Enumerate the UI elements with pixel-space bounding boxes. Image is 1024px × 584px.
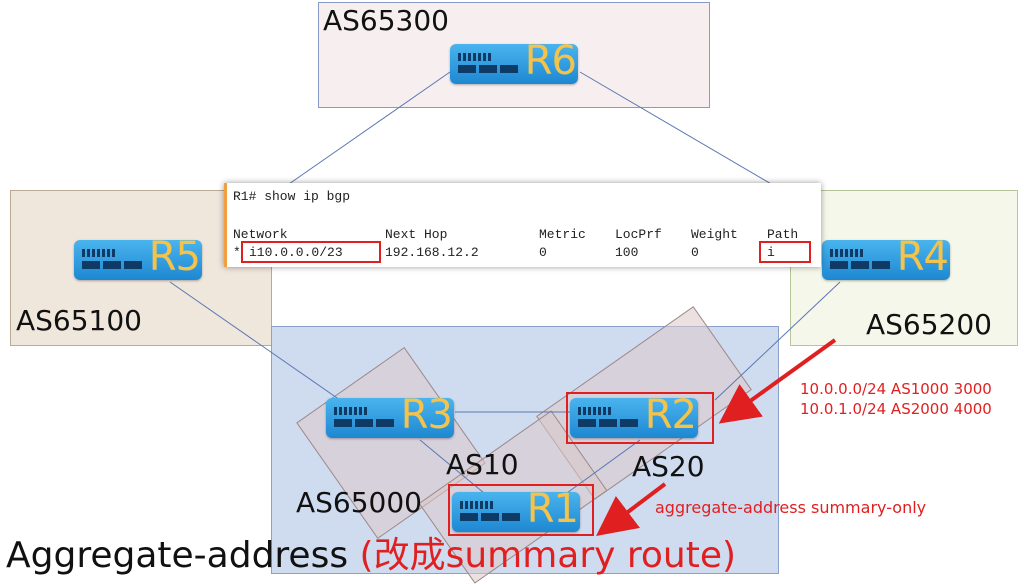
aggregate-command-annotation: aggregate-address summary-only xyxy=(655,498,927,517)
router-r1-label: R1 xyxy=(526,486,579,532)
caption: Aggregate-address (改成summary route) xyxy=(6,526,736,578)
router-r4-label: R4 xyxy=(896,234,949,280)
link-r3-r1 xyxy=(419,439,491,499)
r2-highlight-box xyxy=(566,392,714,444)
router-r5-label: R5 xyxy=(148,234,201,280)
col-weight: Weight xyxy=(691,227,738,242)
row-network: i10.0.0.0/23 xyxy=(249,245,343,260)
row-weight: 0 xyxy=(691,245,699,260)
row-next-hop: 192.168.12.2 xyxy=(385,245,479,260)
link-r5-r3 xyxy=(169,281,341,401)
as10-label: AS10 xyxy=(446,448,519,481)
as65000-label: AS65000 xyxy=(296,486,422,519)
router-r6-label: R6 xyxy=(524,38,577,84)
router-r4: R4 xyxy=(822,234,950,280)
col-network: Network xyxy=(233,227,288,242)
router-r3: R3 xyxy=(326,392,454,438)
col-next-hop: Next Hop xyxy=(385,227,448,242)
as65100-label: AS65100 xyxy=(16,304,142,337)
route-annotation-1: 10.0.0.0/24 AS1000 3000 xyxy=(800,380,992,398)
arrow-to-r2 xyxy=(718,338,837,424)
row-metric: 0 xyxy=(539,245,547,260)
link-r2-r1 xyxy=(559,439,641,499)
router-r2: R2 xyxy=(570,392,698,438)
row-marker: * xyxy=(233,245,241,260)
as65300-label: AS65300 xyxy=(323,4,449,37)
router-r2-label: R2 xyxy=(644,392,697,438)
router-r3-label: R3 xyxy=(400,392,453,438)
col-path: Path xyxy=(767,227,799,242)
route-annotation-2: 10.0.1.0/24 AS2000 4000 xyxy=(800,400,992,418)
caption-highlight: (改成summary route) xyxy=(359,535,737,576)
path-highlight-box xyxy=(759,241,811,263)
bgp-output-panel: R1# show ip bgp Network Next Hop Metric … xyxy=(224,183,821,267)
as20-label: AS20 xyxy=(632,450,705,483)
caption-main: Aggregate-address xyxy=(6,535,360,576)
col-locprf: LocPrf xyxy=(615,227,662,242)
r1-highlight-box xyxy=(448,484,594,536)
col-metric: Metric xyxy=(539,227,586,242)
router-r1: R1 xyxy=(452,486,580,532)
row-path: i xyxy=(767,245,775,260)
row-locprf: 100 xyxy=(615,245,639,260)
link-r4-r2 xyxy=(714,281,841,401)
link-r6-r4 xyxy=(579,71,791,196)
network-highlight-box xyxy=(241,241,381,263)
router-r5: R5 xyxy=(74,234,202,280)
as65200-label: AS65200 xyxy=(866,308,992,341)
cli-command: R1# show ip bgp xyxy=(233,189,351,204)
arrow-to-r1 xyxy=(596,482,667,537)
router-r6: R6 xyxy=(450,38,578,84)
